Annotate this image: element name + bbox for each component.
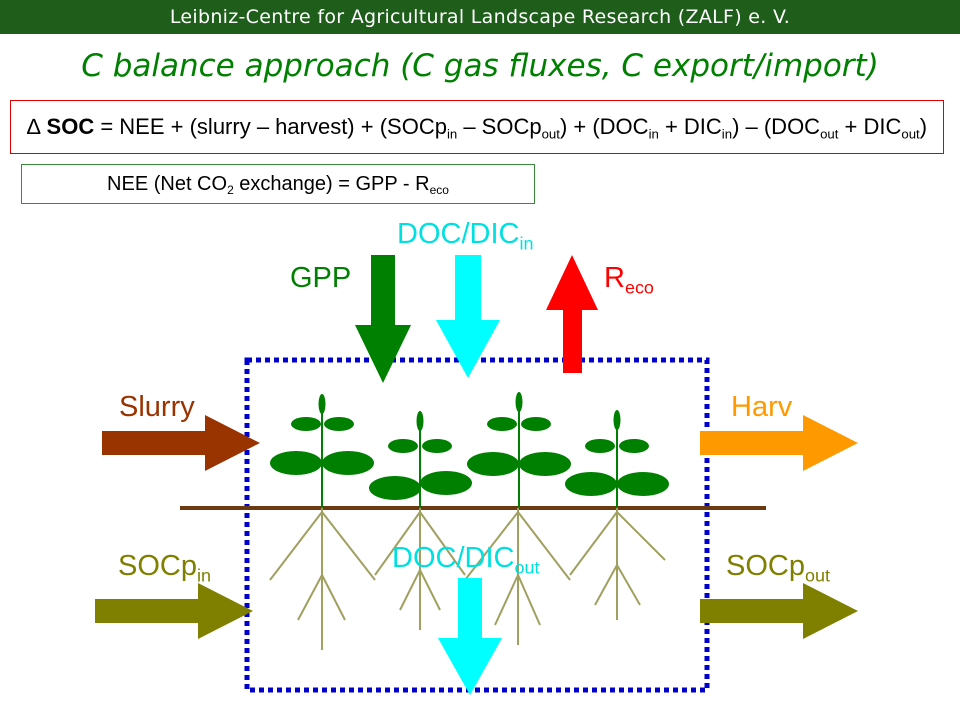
doc-dic-in-label: DOC/DICin bbox=[397, 218, 534, 254]
organization-name: Leibniz-Centre for Agricultural Landscap… bbox=[169, 6, 791, 28]
socp-in-label: SOCpin bbox=[118, 550, 211, 586]
doc-dic-out-arrow bbox=[438, 578, 502, 695]
doc-dic-out-label: DOC/DICout bbox=[392, 542, 540, 578]
doc-dic-in-arrow bbox=[436, 255, 500, 378]
slurry-label: Slurry bbox=[119, 391, 195, 423]
socp-out-arrow bbox=[700, 583, 858, 639]
nee-equation: NEE (Net CO2 exchange) = GPP - Reco bbox=[21, 164, 535, 204]
reco-label: Reco bbox=[604, 262, 654, 298]
plant-2 bbox=[369, 411, 472, 508]
socp-out-label: SOCpout bbox=[726, 550, 830, 586]
harvest-label: Harv bbox=[731, 391, 793, 423]
reco-arrow bbox=[546, 255, 598, 373]
plant-3 bbox=[467, 392, 571, 508]
plant-1 bbox=[270, 394, 374, 508]
soc-balance-equation: ∆ SOC = NEE + (slurry – harvest) + (SOCp… bbox=[10, 100, 944, 154]
plant-4 bbox=[565, 410, 669, 508]
socp-in-arrow bbox=[95, 583, 253, 639]
plants bbox=[270, 392, 669, 508]
harvest-arrow bbox=[700, 415, 858, 471]
page-title: C balance approach (C gas fluxes, C expo… bbox=[81, 48, 879, 84]
roots bbox=[269, 508, 666, 650]
gpp-arrow bbox=[355, 255, 411, 383]
gpp-label: GPP bbox=[290, 262, 352, 294]
slurry-arrow bbox=[102, 415, 260, 471]
header-bar: Leibniz-Centre for Agricultural Landscap… bbox=[0, 0, 960, 34]
soc-term: SOC bbox=[46, 114, 95, 139]
